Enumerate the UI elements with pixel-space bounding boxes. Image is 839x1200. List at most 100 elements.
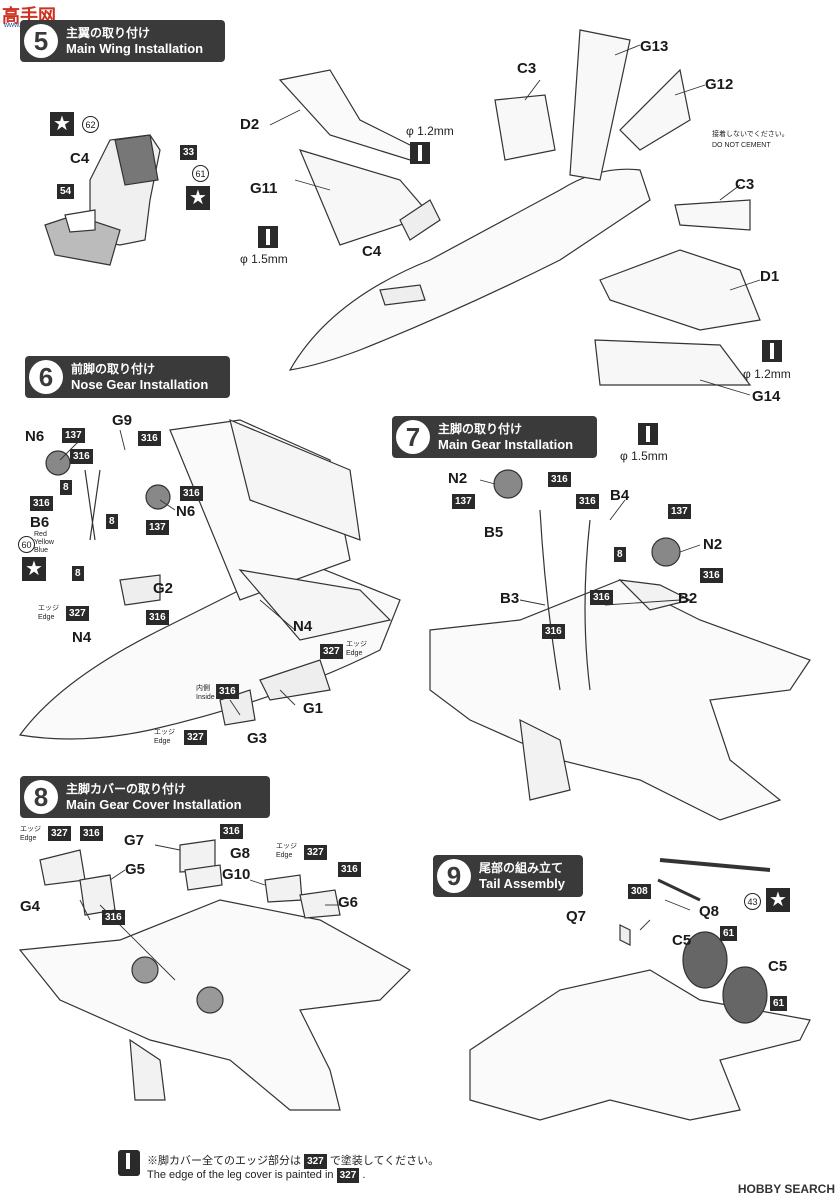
part-label: G14 (752, 388, 781, 405)
paint-code: 327 (304, 1154, 327, 1169)
part-label: N4 (72, 629, 92, 646)
decal-number: 43 (744, 893, 761, 910)
edge-note-jp: エッジ (154, 729, 175, 736)
paint-code: 316 (542, 624, 565, 639)
drill-icon (410, 142, 430, 164)
part-label: G9 (112, 412, 133, 429)
part-label: N2 (448, 470, 468, 487)
nose-gear-fuselage-drawing (18, 418, 401, 740)
part-label: C5 (768, 958, 788, 975)
decal-star-icon: ★ (186, 186, 210, 210)
part-label: B3 (500, 590, 520, 607)
paint-code: 316 (146, 610, 169, 625)
paint-code: 137 (668, 504, 691, 519)
step-9-title-en: Tail Assembly (479, 876, 565, 891)
part-label: B4 (610, 487, 630, 504)
decal-star-icon: ★ (766, 888, 790, 912)
part-label: D1 (760, 268, 780, 285)
part-label: N2 (703, 536, 723, 553)
step-8-header: 8 主脚カバーの取り付け Main Gear Cover Installatio… (20, 776, 270, 818)
paint-code: 316 (138, 431, 161, 446)
edge-note-jp: エッジ (38, 605, 59, 612)
paint-code: 316 (220, 824, 243, 839)
fuselage-top-drawing (278, 29, 761, 386)
part-label: C4 (70, 150, 90, 167)
edge-note-jp: エッジ (20, 826, 41, 833)
paint-code: 33 (180, 145, 198, 160)
edge-note-en: Edge (346, 650, 363, 657)
decal-number: 61 (192, 165, 209, 182)
brush-icon (118, 1150, 140, 1176)
step-8-title-jp: 主脚カバーの取り付け (66, 782, 187, 796)
step-6-header: 6 前脚の取り付け Nose Gear Installation (25, 356, 230, 398)
paint-code: 137 (146, 520, 169, 535)
footer-note-en-post: . (362, 1169, 366, 1181)
part-label: D2 (240, 116, 260, 133)
footer-note-jp: ※脚カバー全てのエッジ部分は 327 で塗装してください。 (147, 1152, 439, 1169)
paint-code: 327 (304, 845, 327, 860)
ejection-seat-drawing (44, 134, 161, 266)
paint-code: 316 (70, 449, 93, 464)
no-cement-note-en: DO NOT CEMENT (712, 142, 771, 149)
paint-code: 54 (57, 184, 75, 199)
part-label: G11 (250, 180, 278, 197)
paint-code: 327 (48, 826, 71, 841)
drill-size: φ 1.2mm (406, 124, 454, 138)
step-6-title-jp: 前脚の取り付け (71, 362, 156, 376)
paint-code: 316 (180, 486, 203, 501)
edge-note-jp: エッジ (346, 641, 367, 648)
part-label: G7 (124, 832, 145, 849)
decal-number: 62 (82, 116, 99, 133)
part-label: N6 (25, 428, 45, 445)
hobby-search-watermark: HOBBY SEARCH (737, 1182, 835, 1196)
part-label: G10 (222, 866, 251, 883)
step-5-header: 5 主翼の取り付け Main Wing Installation (20, 20, 225, 62)
paint-code: 316 (102, 910, 125, 925)
color-red-label: Red (34, 531, 47, 538)
step-6-number: 6 (29, 360, 63, 394)
paint-code: 316 (590, 590, 613, 605)
inside-note-jp: 内側 (196, 685, 210, 692)
step-9-header: 9 尾部の組み立て Tail Assembly (433, 855, 583, 897)
step-7-title-en: Main Gear Installation (438, 437, 574, 452)
paint-code: 327 (66, 606, 89, 621)
part-label: G2 (153, 580, 174, 597)
edge-note-en: Edge (20, 835, 37, 842)
part-label: N6 (176, 503, 196, 520)
part-label: C3 (517, 60, 537, 77)
part-label: C4 (362, 243, 382, 260)
gear-cover-aircraft-drawing (18, 839, 411, 1111)
paint-code: 308 (628, 884, 651, 899)
part-label: G1 (303, 700, 324, 717)
paint-code: 327 (184, 730, 207, 745)
part-label: G8 (230, 845, 251, 862)
edge-note-en: Edge (38, 614, 55, 621)
footer-note-jp-pre: ※脚カバー全てのエッジ部分は (147, 1155, 301, 1167)
part-label: C5 (672, 932, 692, 949)
step-5-title-en: Main Wing Installation (66, 41, 204, 56)
drill-icon (762, 340, 782, 362)
paint-code: 8 (72, 566, 84, 581)
part-label: G3 (247, 730, 268, 747)
paint-code: 316 (548, 472, 571, 487)
paint-code: 327 (336, 1168, 360, 1183)
part-label: G6 (338, 894, 359, 911)
step-5-title-jp: 主翼の取り付け (66, 26, 151, 40)
decal-star-icon: ★ (50, 112, 74, 136)
step-7-title-jp: 主脚の取り付け (438, 422, 523, 436)
step-8-number: 8 (24, 780, 58, 814)
paint-code: 137 (452, 494, 475, 509)
part-label: B6 (30, 514, 50, 531)
part-label: G4 (20, 898, 41, 915)
footer-note-en-pre: The edge of the leg cover is painted in (147, 1169, 334, 1181)
paint-code: 316 (80, 826, 103, 841)
color-yellow-label: Yellow (34, 539, 54, 546)
decal-star-icon: ★ (22, 557, 46, 581)
part-label: N4 (293, 618, 313, 635)
paint-code: 316 (216, 684, 239, 699)
part-label: G5 (125, 861, 146, 878)
decal-number: 60 (18, 536, 35, 553)
part-label: G12 (705, 76, 734, 93)
inside-note-en: Inside (196, 694, 215, 701)
